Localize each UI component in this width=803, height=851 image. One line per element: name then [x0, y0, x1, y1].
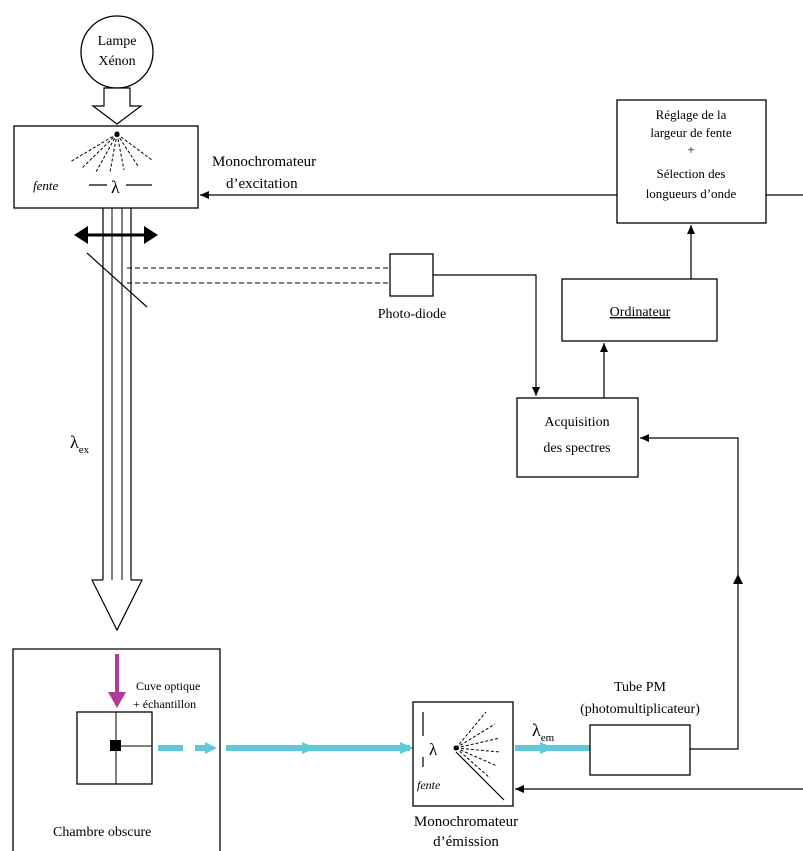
lamp-label-line2: Xénon	[98, 54, 135, 69]
excitation-monochromator: fente λ	[13, 125, 199, 209]
slit-control-box: Réglage de la largeur de fente + Sélecti…	[616, 99, 767, 224]
lamp-output-arrow	[91, 87, 143, 125]
emission-mono-label-line2: d’émission	[433, 834, 499, 850]
emission-beam	[158, 742, 590, 754]
emission-monochromator: λ fente	[412, 701, 514, 807]
slit-control-line3: +	[687, 142, 694, 157]
photodiode-label: Photo-diode	[378, 307, 446, 322]
photodiode-box	[389, 253, 434, 297]
beam-splitter	[86, 252, 148, 308]
xenon-lamp: Lampe Xénon	[80, 15, 154, 89]
photodiode-to-acquisition-arrow	[433, 274, 540, 396]
pm-tube-label-line2: (photomultiplicateur)	[580, 702, 700, 717]
acquisition-line1: Acquisition	[544, 415, 609, 430]
excitation-lambda-symbol: λ	[111, 177, 120, 197]
excitation-beam	[91, 208, 143, 632]
slit-control-line2: largeur de fente	[650, 125, 732, 140]
emission-wavelength-label: λem	[532, 720, 555, 744]
slit-control-line4: Sélection des	[657, 166, 726, 181]
emission-lambda-symbol: λ	[429, 740, 438, 759]
sample-cuvette	[76, 711, 153, 785]
pm-to-acquisition-mid-arrow	[733, 574, 743, 584]
excitation-mono-label-line1: Monochromateur	[212, 154, 316, 170]
computer-box: Ordinateur	[561, 278, 718, 342]
sample-excitation-arrow	[108, 654, 126, 708]
reference-beam	[127, 267, 390, 284]
emission-slit-label: fente	[417, 778, 441, 792]
computer-label: Ordinateur	[610, 305, 671, 320]
sample-label-line1: Cuve optique	[136, 679, 200, 693]
slit-control-line1: Réglage de la	[656, 107, 727, 122]
sample-label-line2: + échantillon	[133, 697, 196, 711]
dark-chamber-label: Chambre obscure	[53, 825, 151, 840]
acquisition-box: Acquisition des spectres	[516, 397, 639, 478]
acquisition-line2: des spectres	[543, 441, 610, 456]
lamp-label-line1: Lampe	[98, 34, 137, 49]
excitation-slit-label: fente	[33, 178, 58, 193]
pm-to-acquisition-line	[640, 434, 739, 750]
dark-chamber: Chambre obscure	[12, 648, 221, 851]
excitation-wavelength-label: λex	[70, 432, 90, 456]
wavelength-scan-double-arrow	[74, 226, 158, 244]
pm-tube-label-line1: Tube PM	[614, 680, 667, 695]
emission-mono-label-line1: Monochromateur	[414, 814, 518, 830]
excitation-mono-label-line2: d’excitation	[226, 176, 298, 192]
slit-control-line5: longueurs d’onde	[646, 186, 737, 201]
pm-tube-box	[589, 724, 691, 776]
